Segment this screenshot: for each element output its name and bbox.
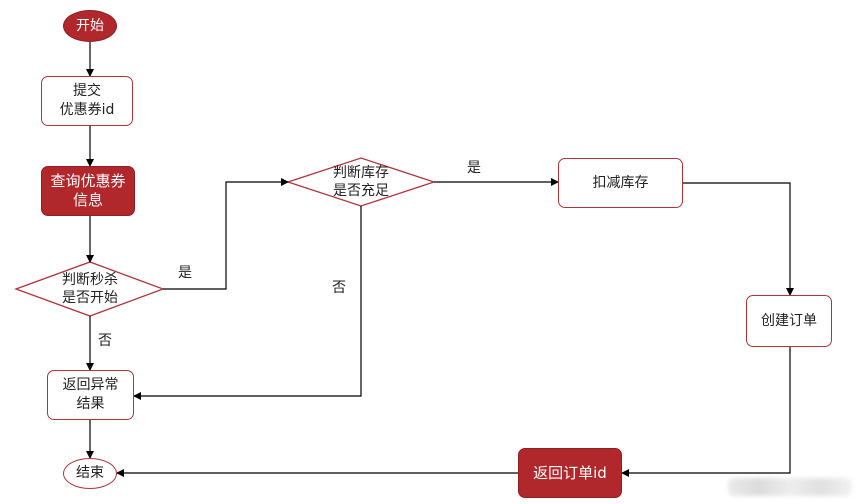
create-order-node: 创建订单 — [746, 295, 832, 347]
start-label: 开始 — [76, 17, 104, 34]
decision-stock-label: 判断库存 是否充足 — [301, 163, 421, 201]
edge-label-stock-no: 否 — [332, 280, 346, 296]
return-order-node: 返回订单id — [518, 448, 622, 498]
return-error-label: 返回异常 结果 — [62, 377, 119, 412]
deduct-stock-node: 扣减库存 — [558, 158, 683, 208]
decision-begun-text: 判断秒杀 是否开始 — [62, 272, 118, 306]
query-coupon-node: 查询优惠券 信息 — [41, 166, 135, 216]
edge-create-to-return — [621, 347, 791, 477]
blurred-watermark — [728, 478, 852, 496]
return-error-node: 返回异常 结果 — [47, 370, 134, 420]
edge-stock-no — [133, 206, 362, 400]
edge-label-begun-no: 否 — [98, 333, 112, 349]
edge-deduct-to-create — [683, 182, 794, 296]
submit-coupon-node: 提交 优惠券id — [41, 76, 133, 126]
create-order-label: 创建订单 — [761, 312, 817, 329]
return-order-label: 返回订单id — [533, 463, 607, 482]
submit-coupon-label: 提交 优惠券id — [59, 83, 115, 118]
edge-begun-yes — [163, 178, 289, 290]
query-coupon-label: 查询优惠券 信息 — [50, 172, 126, 209]
deduct-stock-label: 扣减库存 — [592, 174, 649, 191]
end-label: 结束 — [76, 465, 104, 481]
edge-label-stock-yes: 是 — [467, 160, 481, 176]
end-node: 结束 — [63, 458, 117, 489]
decision-stock-text: 判断库存 是否充足 — [333, 165, 389, 199]
edge-label-begun-yes: 是 — [178, 265, 192, 281]
decision-begun-label: 判断秒杀 是否开始 — [30, 270, 150, 308]
start-node: 开始 — [63, 10, 117, 42]
